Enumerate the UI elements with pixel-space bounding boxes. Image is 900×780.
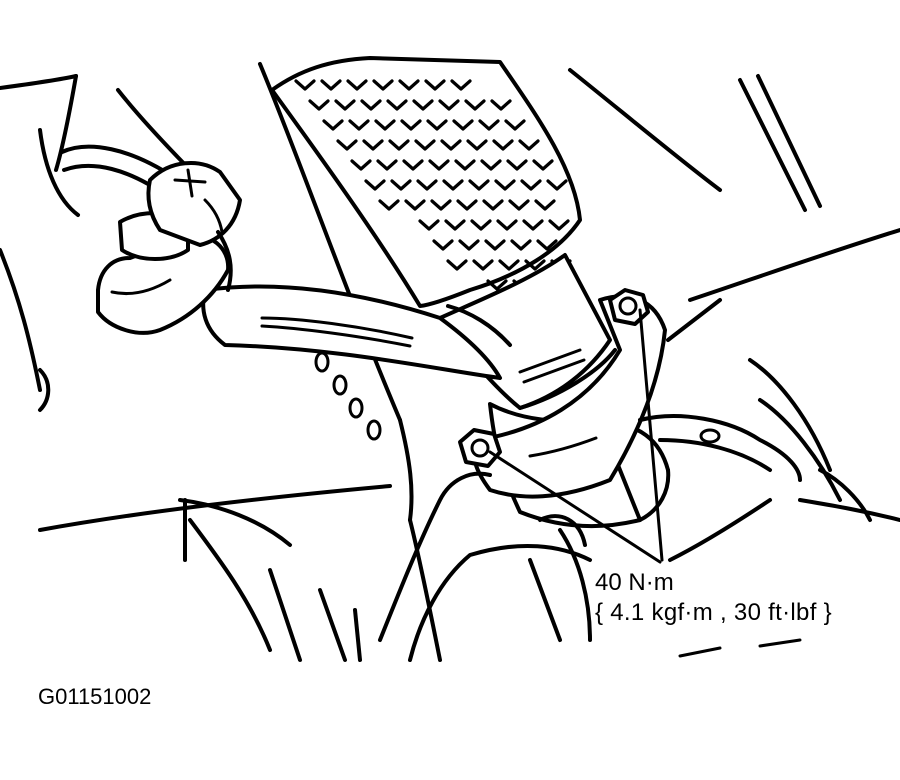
braid-chevron (478, 119, 500, 131)
braid-chevron (374, 119, 396, 131)
braid-chevron (440, 139, 462, 151)
braid-chevron (412, 99, 434, 111)
braid-chevron (418, 219, 440, 231)
braid-chevron (454, 159, 476, 171)
braid-chevron (348, 119, 370, 131)
flexible-exhaust-pipe (270, 56, 582, 308)
braid-chevron (336, 139, 358, 151)
braid-chevron (402, 159, 424, 171)
braid-chevron (450, 79, 472, 91)
braid-chevron (484, 239, 506, 251)
braid-chevron (294, 79, 316, 91)
braid-chevron (350, 159, 372, 171)
oxygen-sensor-connector (96, 161, 242, 335)
torque-value-converted: { 4.1 kgf·m , 30 ft·lbf } (595, 599, 832, 626)
lower-mounting-nut (458, 428, 502, 468)
braid-chevron (532, 159, 554, 171)
braid-chevron (452, 119, 474, 131)
callout-leader-lines (488, 308, 664, 564)
braid-chevron (456, 199, 478, 211)
braid-chevron (430, 199, 452, 211)
braid-chevron (432, 239, 454, 251)
braid-chevron (322, 119, 344, 131)
braid-chevron (446, 259, 468, 271)
braid-chevron (360, 99, 382, 111)
braid-chevron (548, 219, 570, 231)
braid-chevron (492, 139, 514, 151)
braid-chevron (398, 79, 420, 91)
braid-chevron (496, 219, 518, 231)
braid-chevron (506, 159, 528, 171)
braid-chevron (414, 139, 436, 151)
braid-chevron (390, 179, 412, 191)
braid-chevron (444, 219, 466, 231)
braid-chevron (362, 139, 384, 151)
braid-chevron (508, 199, 530, 211)
braid-chevron (346, 79, 368, 91)
braid-chevron (480, 159, 502, 171)
braid-chevron (490, 99, 512, 111)
braid-chevron (470, 219, 492, 231)
braid-chevron (466, 139, 488, 151)
braid-chevron (386, 99, 408, 111)
braid-chevron (438, 99, 460, 111)
braid-chevron (536, 239, 558, 251)
braid-chevron (458, 239, 480, 251)
braid-chevron (518, 139, 540, 151)
floor-frame-lines (38, 62, 442, 662)
braid-chevron (388, 139, 410, 151)
braid-chevron (364, 179, 386, 191)
braid-chevron (534, 199, 556, 211)
braid-chevron (428, 159, 450, 171)
support-bracket (201, 284, 667, 499)
braid-chevron (546, 179, 568, 191)
braid-chevron (510, 239, 532, 251)
edge-marks (678, 638, 802, 658)
braid-chevron (376, 159, 398, 171)
braid-chevron (320, 79, 342, 91)
braid-chevron (308, 99, 330, 111)
torque-specification-callout: 40 N·m { 4.1 kgf·m , 30 ft·lbf } (595, 568, 832, 628)
torque-value-metric: 40 N·m (595, 569, 674, 596)
braid-chevron (494, 179, 516, 191)
braid-chevron (472, 259, 494, 271)
braid-chevron (524, 259, 546, 271)
braid-chevron (486, 279, 508, 291)
upper-mounting-nut (608, 288, 650, 326)
braid-chevron (522, 219, 544, 231)
frame-slots (314, 351, 382, 441)
braid-hatching (294, 79, 572, 291)
braid-chevron (404, 199, 426, 211)
braid-chevron (520, 179, 542, 191)
figure-id: G01151002 (38, 684, 152, 709)
braid-chevron (416, 179, 438, 191)
braid-chevron (468, 179, 490, 191)
braid-chevron (400, 119, 422, 131)
braid-chevron (334, 99, 356, 111)
braid-chevron (464, 99, 486, 111)
lower-crossmember (378, 414, 802, 662)
braid-chevron (498, 259, 520, 271)
braid-chevron (482, 199, 504, 211)
braid-chevron (442, 179, 464, 191)
braid-chevron (378, 199, 400, 211)
braid-chevron (426, 119, 448, 131)
braid-chevron (504, 119, 526, 131)
body-structure-right (568, 68, 900, 522)
body-structure-left (0, 74, 212, 412)
braid-chevron (424, 79, 446, 91)
braid-chevron (372, 79, 394, 91)
